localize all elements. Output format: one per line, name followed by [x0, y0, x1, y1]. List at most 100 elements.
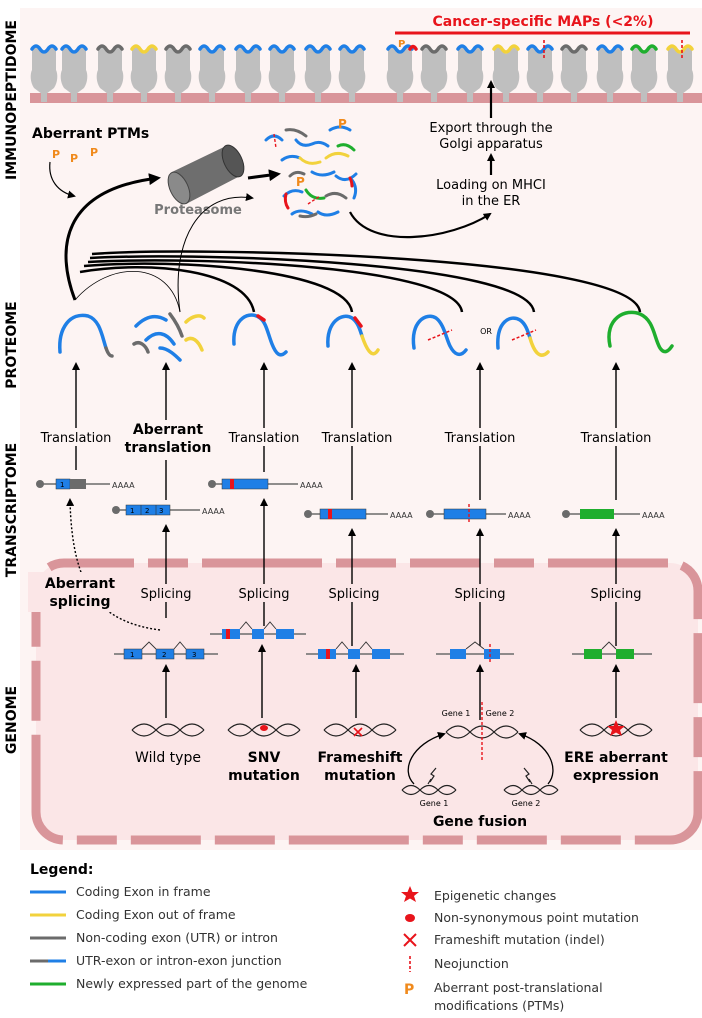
protein-ere — [607, 310, 674, 354]
label-bg-3 — [312, 428, 402, 446]
aberrant-translation-line-1: Aberrant — [133, 422, 204, 438]
ptm-arrow — [49, 161, 76, 199]
fusion-gene-2-bottom: Gene 2 — [512, 799, 541, 808]
dna-helix-gene-1 — [401, 784, 457, 796]
splicing-bg-3 — [318, 584, 390, 602]
section-transcriptome: TRANSCRIPTOME — [4, 443, 20, 577]
translation-label-3: Translation — [321, 431, 393, 446]
or-label: OR — [480, 327, 492, 336]
legend-dot-icon — [405, 914, 415, 922]
mrna-gene-fusion — [426, 504, 506, 524]
polya-1: AAAA — [112, 481, 135, 490]
loading-line-2: in the ER — [462, 194, 521, 209]
legend-star-icon — [401, 886, 419, 902]
protein-gene-fusion-a — [411, 314, 468, 357]
translation-label-5: Translation — [580, 431, 652, 446]
fusion-gene-1-bottom: Gene 1 — [420, 799, 449, 808]
cancer-maps-title: Cancer-specific MAPs (<2%) — [433, 14, 654, 30]
section-immunopeptidome: IMMUNOPEPTIDOME — [4, 20, 20, 180]
legend-coding-out-frame: Coding Exon out of frame — [76, 907, 236, 922]
label-bg-2 — [214, 428, 314, 446]
dna-to-premrna-arrows — [162, 644, 620, 720]
mrna-at-exon-1: 1 — [130, 507, 134, 515]
protein-aberrant-translation — [132, 312, 206, 362]
wild-type-label: Wild type — [135, 750, 201, 766]
neojunction-protein-b — [511, 329, 537, 341]
arrow-into-proteasome — [64, 173, 161, 301]
ptm-marker-map: P — [398, 39, 405, 50]
translation-label-4: Translation — [444, 431, 516, 446]
neojunction-protein-a — [427, 329, 453, 341]
legend-coding-in-frame: Coding Exon in frame — [76, 884, 211, 899]
neojunction-fragment-2 — [307, 195, 321, 205]
mrna-at-exon-2: 2 — [145, 507, 149, 515]
polya-6: AAAA — [642, 511, 665, 520]
ptm-p-3: P — [90, 146, 98, 159]
splicing-label-5: Splicing — [591, 587, 642, 602]
mrna-frameshift — [304, 508, 388, 520]
splicing-label-1: Splicing — [141, 587, 192, 602]
splicing-bg-5 — [580, 584, 652, 602]
translation-label-1: Translation — [40, 431, 112, 446]
loading-line-1: Loading on MHCI — [436, 178, 546, 193]
dna-helix-frameshift — [323, 723, 397, 737]
pre-mrna-exon-2: 2 — [162, 651, 166, 659]
cell-membrane — [30, 93, 702, 103]
pre-mrna-wild-type — [114, 641, 218, 660]
protein-snv — [232, 313, 288, 357]
section-genome: GENOME — [4, 686, 20, 754]
splicing-bg-2 — [228, 584, 300, 602]
legend-cross-icon — [403, 933, 417, 947]
ere-label-line-1: ERE aberrant — [564, 750, 668, 766]
legend-p-icon: P — [404, 982, 414, 998]
aberrant-ptms-label: Aberrant PTMs — [32, 126, 149, 142]
legend-ptm-line-1: Aberrant post-translational — [434, 980, 603, 995]
mrna-snv — [208, 478, 298, 490]
section-proteome: PROTEOME — [4, 301, 20, 388]
label-bg-1 — [26, 428, 124, 446]
protein-to-proteasome-curves — [74, 193, 642, 313]
mrna-ere — [562, 509, 640, 519]
mrna-wild-type — [36, 478, 110, 490]
splicing-label-2: Splicing — [239, 587, 290, 602]
label-bg-4 — [432, 428, 528, 446]
fusion-gene-2-top: Gene 2 — [486, 709, 515, 718]
fusion-arrow-left — [407, 731, 446, 785]
pre-mrna-snv — [210, 621, 306, 639]
label-bg-6 — [124, 420, 216, 460]
break-icon-1 — [427, 767, 437, 785]
pre-mrna-exon-1: 1 — [130, 651, 134, 659]
neojunction-fragment-1 — [273, 133, 277, 149]
break-icon-2 — [523, 767, 533, 785]
frameshift-cross-icon — [353, 727, 363, 737]
ptm-fragment-2: P — [296, 175, 305, 189]
gene-fusion-label: Gene fusion — [433, 814, 527, 830]
legend-title: Legend: — [30, 862, 94, 878]
aberrant-splicing-line-1: Aberrant — [45, 576, 116, 592]
snv-point-icon — [260, 725, 268, 731]
polya-2: AAAA — [202, 507, 225, 516]
splicing-bg-1 — [130, 584, 202, 602]
ptm-p-2: P — [70, 152, 78, 165]
translation-label-2: Translation — [228, 431, 300, 446]
nucleus — [36, 563, 698, 840]
pre-mrna-frameshift — [306, 641, 404, 659]
dna-helix-snv — [227, 723, 301, 737]
polya-3: AAAA — [300, 481, 323, 490]
aberrant-splicing-line-2: splicing — [49, 594, 110, 610]
fusion-arrow-right — [518, 732, 554, 785]
peptide-fragments — [264, 125, 358, 219]
legend-newly-expressed: Newly expressed part of the genome — [76, 976, 308, 991]
peptides-right — [386, 44, 694, 54]
legend-ptm-line-2: modifications (PTMs) — [434, 998, 564, 1013]
arrow-to-loading — [349, 211, 492, 239]
ere-label-line-2: expression — [573, 768, 659, 784]
label-bg-5 — [568, 428, 664, 446]
pre-mrna-exon-3: 3 — [192, 651, 196, 659]
pre-mrna-ere — [572, 641, 652, 659]
mrna-at-exon-3: 3 — [159, 507, 163, 515]
ptm-p-1: P — [52, 148, 60, 161]
dna-helix-wild-type — [131, 723, 205, 737]
export-line-1: Export through the — [429, 121, 552, 136]
